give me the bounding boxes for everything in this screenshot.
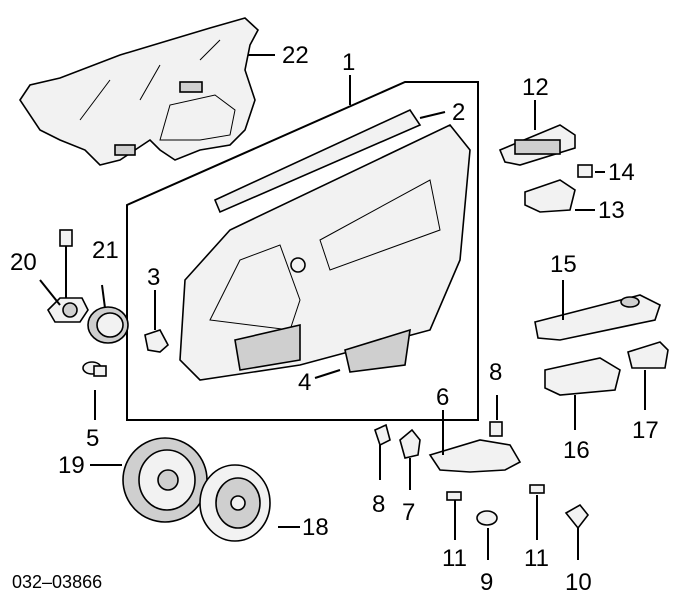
- callout-2: 2: [452, 99, 465, 126]
- callout-6: 6: [436, 384, 449, 411]
- part-11-screw-left: [446, 491, 462, 501]
- part-14-clip: [577, 164, 593, 178]
- callout-9: 9: [480, 569, 493, 596]
- part-8-clip-right: [489, 421, 503, 437]
- callout-20: 20: [10, 249, 37, 276]
- callout-19: 19: [58, 452, 85, 479]
- part-5-screw: [82, 361, 107, 377]
- callout-10: 10: [565, 569, 592, 596]
- part-19-speaker: [122, 437, 208, 523]
- part-1-door-panel: [126, 81, 479, 421]
- callout-13: 13: [598, 197, 625, 224]
- part-4-grille-right: [344, 328, 411, 373]
- part-11-screw-right: [529, 484, 545, 494]
- part-22-shield: [19, 17, 259, 166]
- part-7-bezel: [399, 428, 421, 459]
- part-9-cap: [476, 510, 498, 526]
- part-4-grille-left: [234, 323, 301, 371]
- callout-15: 15: [550, 251, 577, 278]
- callout-5: 5: [86, 425, 99, 452]
- callout-7: 7: [402, 499, 415, 526]
- callout-18: 18: [302, 514, 329, 541]
- part-21-tweeter-speaker: [87, 306, 129, 344]
- callout-8-right: 8: [489, 359, 502, 386]
- part-18-speaker: [199, 464, 271, 542]
- callout-4: 4: [298, 369, 311, 396]
- callout-14: 14: [608, 159, 635, 186]
- callout-16: 16: [563, 437, 590, 464]
- callout-21: 21: [92, 237, 119, 264]
- callout-17: 17: [632, 417, 659, 444]
- part-6-inner-handle: [428, 439, 522, 473]
- leader-lines: [39, 54, 646, 560]
- callout-11-right: 11: [524, 545, 549, 572]
- callout-8-left: 8: [372, 491, 385, 518]
- callout-3: 3: [147, 264, 160, 291]
- part-16-switch: [544, 357, 621, 396]
- part-8-clip-left: [374, 423, 391, 447]
- callout-22: 22: [282, 42, 309, 69]
- part-17-switch: [627, 341, 669, 369]
- part-20-tweeter: [46, 229, 89, 323]
- callout-11-left: 11: [442, 545, 467, 572]
- part-12-switch-bezel: [498, 124, 576, 166]
- part-15-switch-panel: [534, 294, 661, 341]
- callouts: 1 2 3 4 5 6 7 8 8 9 10 11 11 12 13 14 15…: [10, 42, 659, 596]
- callout-1: 1: [342, 49, 355, 76]
- diagram-code: 032–03866: [12, 572, 102, 592]
- callout-12: 12: [522, 74, 549, 101]
- part-3-clip: [144, 329, 170, 353]
- part-13-switch: [524, 179, 576, 213]
- part-10-cap: [564, 503, 590, 530]
- part-2-weatherstrip: [213, 108, 422, 214]
